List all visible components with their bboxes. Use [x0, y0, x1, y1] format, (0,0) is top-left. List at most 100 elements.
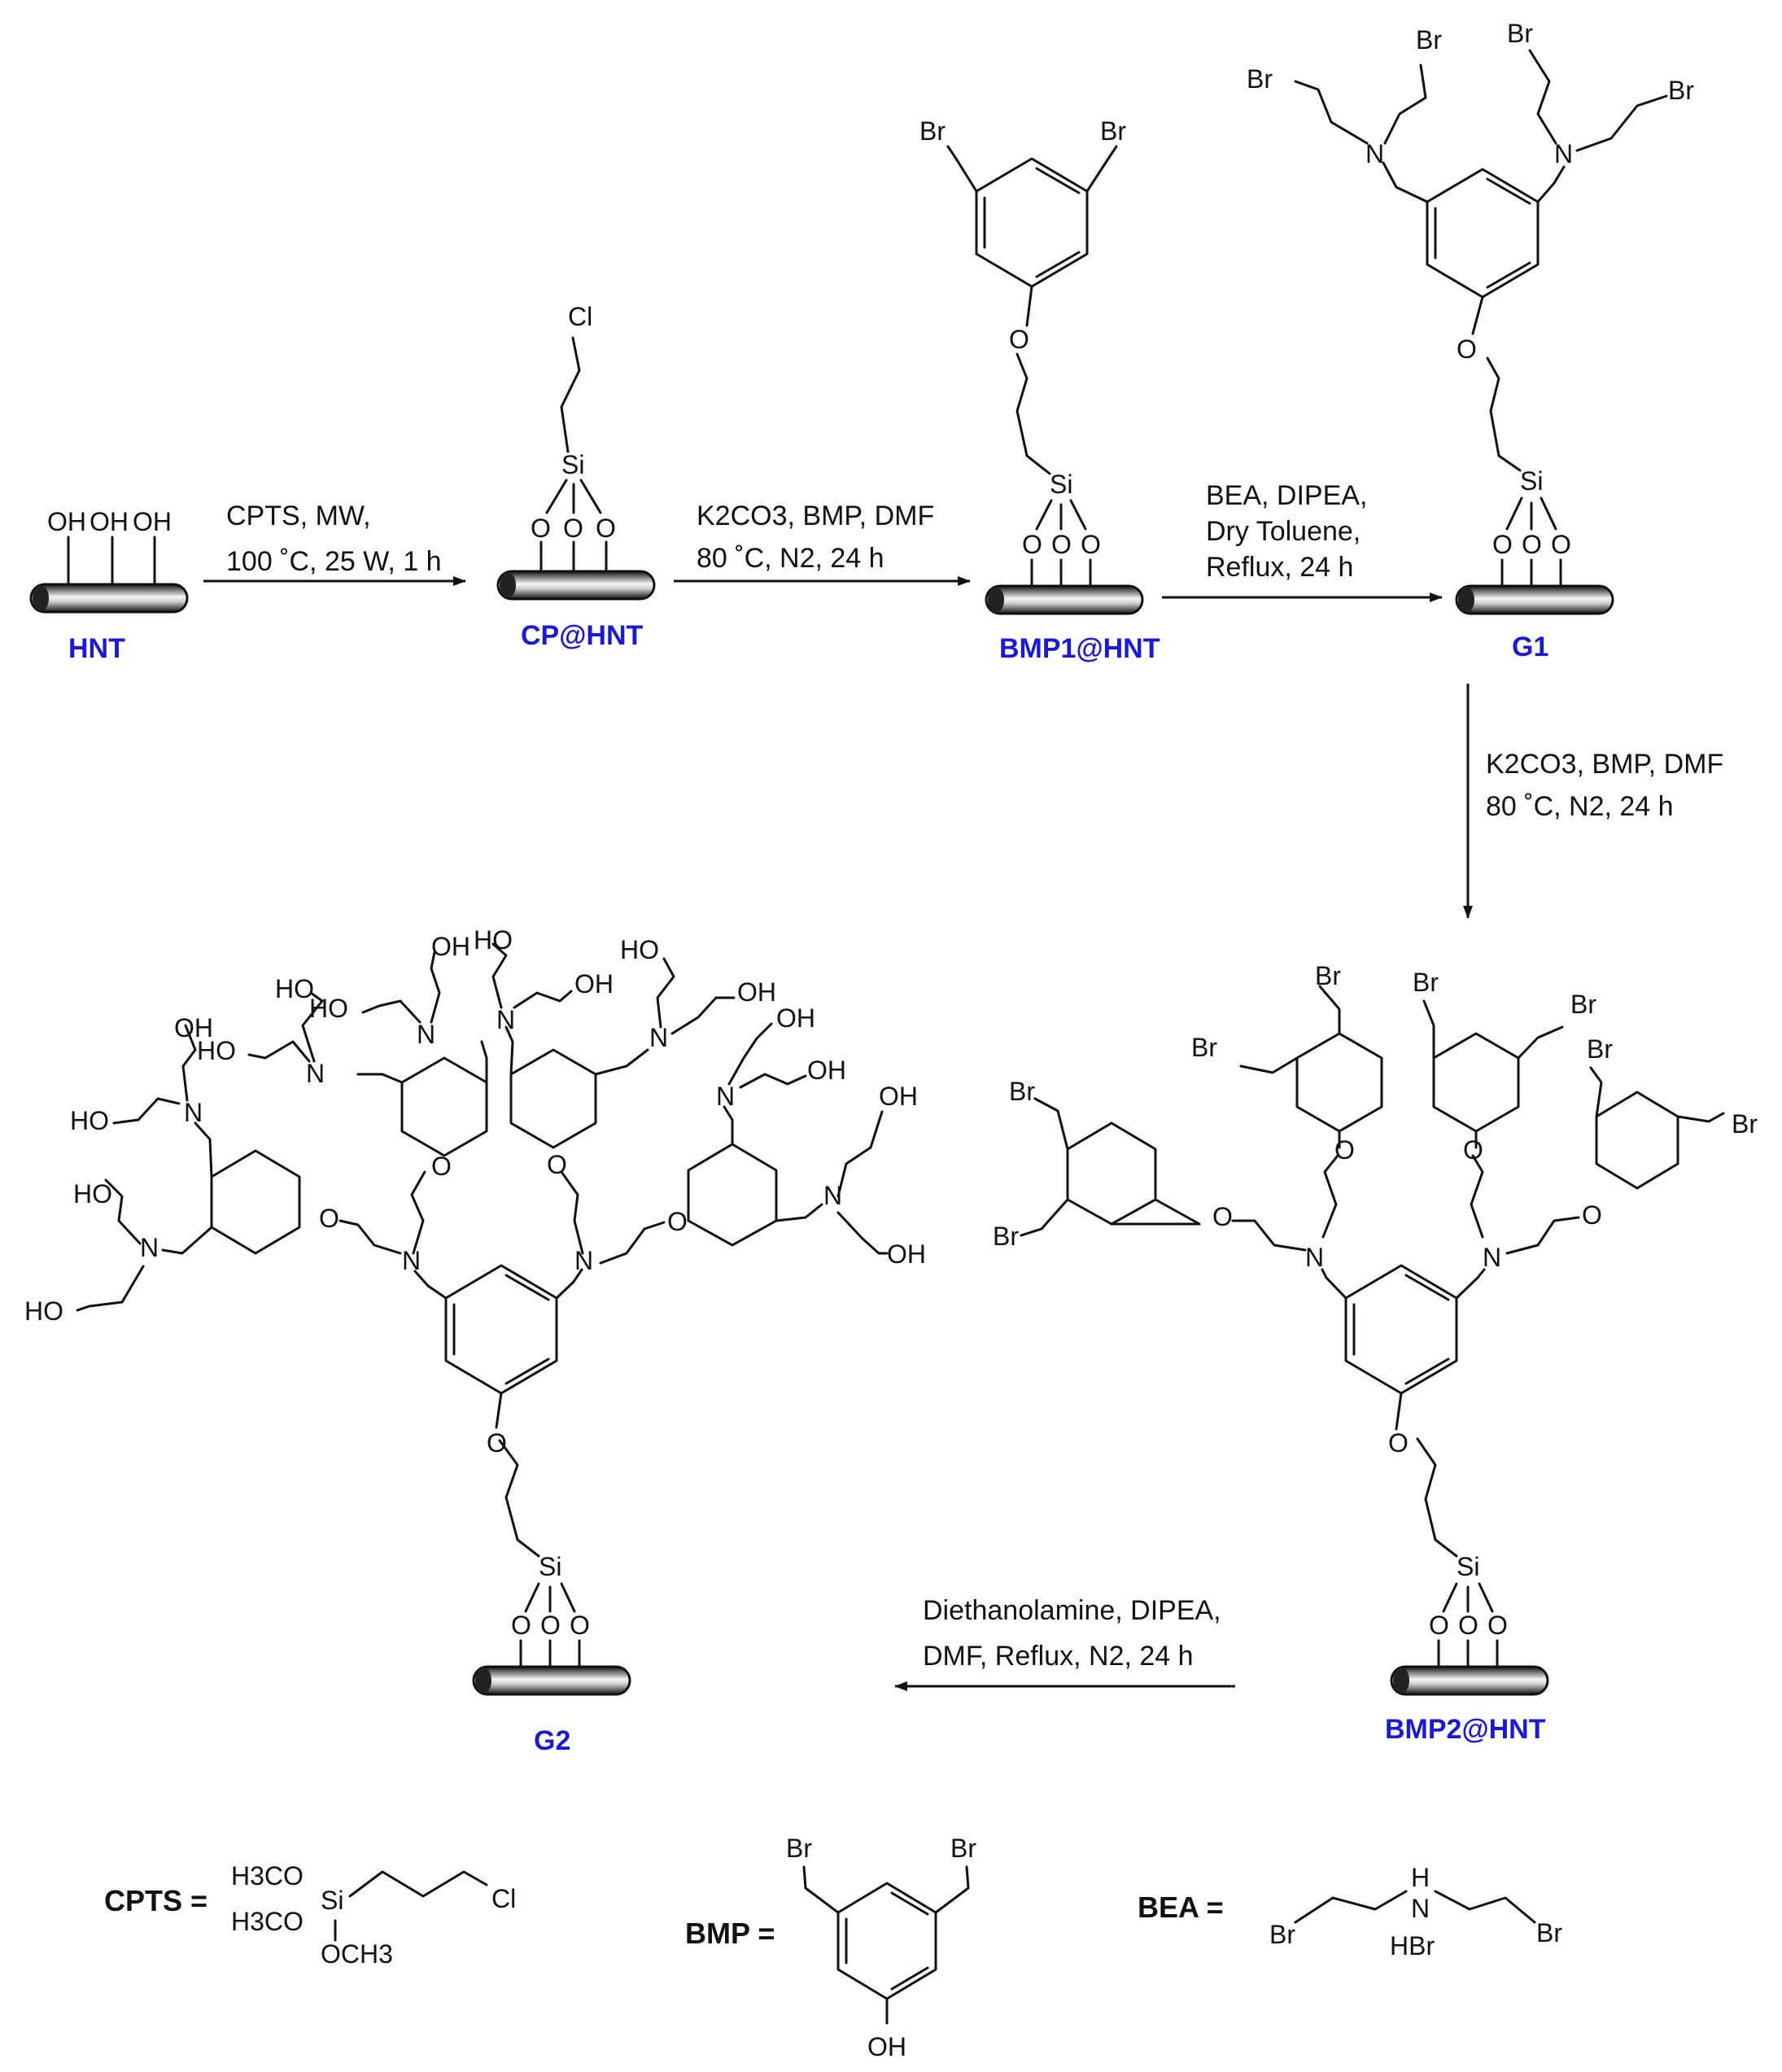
nanotube-end — [1458, 587, 1474, 613]
atom-n: N — [417, 1020, 435, 1049]
atom-oh: OH — [431, 932, 470, 961]
reaction-step-1: CPTS, MW, 100 ˚C, 25 W, 1 h — [203, 501, 466, 586]
cpts-definition: CPTS = H3CO H3CO Si OCH3 Cl — [104, 1861, 516, 1969]
atom-br: Br — [950, 1834, 976, 1863]
condition-line: Dry Toluene, — [1206, 516, 1361, 547]
atom-n: N — [1411, 1894, 1430, 1923]
atom-br: Br — [1668, 76, 1694, 105]
atom-o: O — [1463, 1135, 1483, 1165]
atom-br: Br — [1269, 1920, 1295, 1949]
label-cp-hnt: CP@HNT — [521, 620, 643, 651]
atom-br: Br — [1570, 990, 1596, 1019]
atom-n: N — [306, 1059, 325, 1088]
atom-o: O — [1457, 334, 1477, 364]
condition-line: K2CO3, BMP, DMF — [1486, 749, 1723, 780]
atom-si: Si — [1520, 466, 1543, 496]
nanotube — [1455, 584, 1614, 615]
atom-n: N — [1483, 1243, 1501, 1272]
atom-ho: HO — [275, 974, 314, 1003]
atom-oh: OH — [133, 507, 172, 536]
atom-o: O — [1458, 1611, 1478, 1640]
atom-o: O — [1334, 1135, 1355, 1165]
atom-ho: HO — [24, 1296, 63, 1326]
reaction-step-2: K2CO3, BMP, DMF 80 ˚C, N2, 24 h — [674, 501, 971, 586]
atom-si: Si — [321, 1886, 343, 1915]
atom-br: Br — [1100, 116, 1126, 146]
condition-line: DMF, Reflux, N2, 24 h — [923, 1641, 1194, 1672]
atom-o: O — [531, 514, 551, 543]
reaction-step-3: BEA, DIPEA, Dry Toluene, Reflux, 24 h — [1162, 480, 1443, 602]
atom-br: Br — [1587, 1034, 1613, 1064]
atom-ho: HO — [73, 1179, 112, 1209]
atom-br: Br — [1413, 968, 1439, 997]
atom-o: O — [1081, 530, 1101, 559]
atom-o: O — [431, 1152, 452, 1181]
label-bmp2-hnt: BMP2@HNT — [1385, 1714, 1546, 1745]
atom-br: Br — [1009, 1077, 1035, 1106]
bea-definition: BEA = Br H N HBr Br — [1138, 1863, 1562, 1961]
atom-n: N — [140, 1233, 159, 1262]
condition-line: BEA, DIPEA, — [1206, 480, 1367, 511]
label-hnt: HNT — [68, 633, 125, 664]
atom-br: Br — [1536, 1918, 1562, 1947]
methoxy-group: OCH3 — [321, 1939, 393, 1969]
atom-si: Si — [561, 450, 584, 479]
condition-line: CPTS, MW, — [226, 501, 371, 531]
label-g2: G2 — [534, 1725, 570, 1756]
reaction-step-5: Diethanolamine, DIPEA, DMF, Reflux, N2, … — [894, 1595, 1235, 1691]
atom-o: O — [1487, 1611, 1508, 1640]
condition-line: K2CO3, BMP, DMF — [697, 501, 934, 531]
atom-n: N — [496, 1005, 515, 1034]
condition-line: 80 ˚C, N2, 24 h — [1486, 791, 1674, 822]
atom-br: Br — [919, 116, 946, 146]
nanotube-end — [1393, 1668, 1409, 1694]
atom-o: O — [1551, 530, 1571, 559]
hbr-salt: HBr — [1390, 1931, 1435, 1961]
label-bmp1-hnt: BMP1@HNT — [999, 633, 1160, 664]
label-g1: G1 — [1512, 632, 1548, 662]
reaction-step-4: K2CO3, BMP, DMF 80 ˚C, N2, 24 h — [1463, 684, 1723, 919]
atom-br: Br — [1732, 1109, 1758, 1139]
atom-o: O — [563, 514, 583, 543]
atom-o: O — [547, 1150, 567, 1179]
atom-h: H — [1411, 1863, 1430, 1892]
atom-o: O — [1492, 530, 1513, 559]
condition-line: 80 ˚C, N2, 24 h — [697, 543, 884, 574]
atom-o: O — [1388, 1428, 1409, 1458]
nanotube — [985, 584, 1144, 615]
condition-line: 100 ˚C, 25 W, 1 h — [226, 546, 442, 577]
g1-structure: O O O Si O N N Br Br Br Br G1 — [1247, 19, 1694, 662]
atom-oh: OH — [867, 2032, 906, 2061]
cp-hnt-structure: O O O Si Cl CP@HNT — [496, 302, 656, 651]
atom-o: O — [319, 1204, 339, 1233]
atom-br: Br — [1247, 64, 1273, 94]
atom-o: O — [596, 514, 616, 543]
nanotube — [1390, 1665, 1549, 1696]
atom-ho: HO — [474, 925, 513, 955]
methoxy-group: H3CO — [231, 1907, 304, 1936]
atom-br: Br — [993, 1222, 1019, 1251]
atom-oh: OH — [879, 1082, 918, 1111]
atom-oh: OH — [47, 507, 86, 536]
atom-br: Br — [1416, 25, 1442, 55]
atom-oh: OH — [887, 1239, 926, 1269]
atom-n: N — [1305, 1243, 1324, 1272]
atom-ho: HO — [70, 1106, 109, 1135]
atom-br: Br — [786, 1834, 812, 1863]
bea-label: BEA = — [1138, 1891, 1224, 1924]
nanotube-end — [500, 572, 516, 598]
atom-n: N — [402, 1246, 421, 1275]
atom-o: O — [1522, 530, 1542, 559]
nanotube — [496, 570, 656, 601]
atom-cl: Cl — [491, 1884, 516, 1913]
bmp2-hnt-structure: O O O Si O N N O O O O Br Br Br — [993, 961, 1758, 1745]
atom-oh: OH — [737, 977, 776, 1007]
atom-br: Br — [1191, 1033, 1217, 1062]
nanotube — [29, 583, 189, 614]
atom-cl: Cl — [568, 302, 592, 331]
g2-structure: O O O Si O N N O N N HO HO HO OH — [24, 925, 926, 1756]
atom-oh: OH — [776, 1003, 815, 1033]
atom-o: O — [511, 1611, 531, 1640]
atom-si: Si — [539, 1552, 561, 1581]
